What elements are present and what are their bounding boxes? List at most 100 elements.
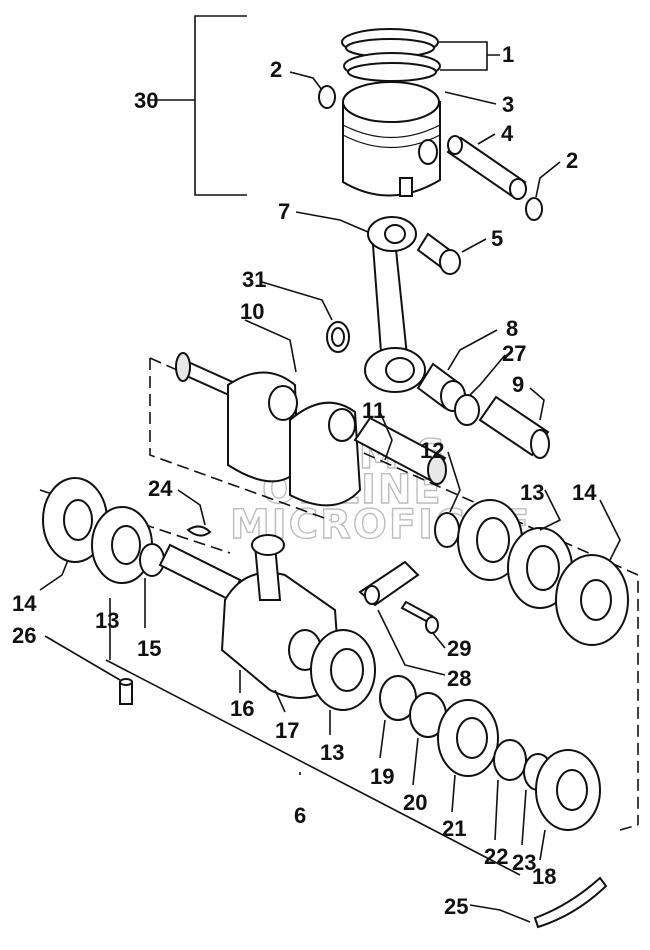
callout-13-left: 13 xyxy=(95,608,119,633)
thrust-washer-bore xyxy=(331,327,345,347)
piston-rings xyxy=(341,28,441,82)
callout-20: 20 xyxy=(403,790,427,815)
crank-left-spline-end xyxy=(175,352,191,382)
callout-11: 11 xyxy=(362,398,385,423)
piston-crown xyxy=(342,81,440,123)
callout-8: 8 xyxy=(506,316,518,341)
bearing-13-left-bore xyxy=(111,525,141,565)
callout-31: 31 xyxy=(242,267,266,292)
leader-1 xyxy=(437,41,500,71)
small-end-bearing xyxy=(416,232,461,275)
callout-21: 21 xyxy=(442,816,466,841)
callout-5: 5 xyxy=(491,226,503,251)
crank-web-right-bore xyxy=(328,408,356,442)
leader-2a xyxy=(289,71,323,91)
leader-28 xyxy=(377,609,446,676)
piston-pin-start xyxy=(447,135,463,155)
callout-18: 18 xyxy=(532,864,556,889)
left-bearing-stack xyxy=(42,477,165,584)
leader-31 xyxy=(261,281,333,321)
callout-6: 6 xyxy=(294,803,306,828)
leader-11 xyxy=(379,411,393,461)
crank-web-left-bore xyxy=(268,385,298,421)
ring-22 xyxy=(493,739,527,781)
leader-14-left xyxy=(39,559,69,591)
crank-right-shaft xyxy=(353,416,447,482)
callout-25: 25 xyxy=(444,894,468,919)
leader-10 xyxy=(244,319,297,373)
needle-bearing-small-end xyxy=(439,249,461,275)
seal-21-bore xyxy=(456,717,488,759)
leader-21 xyxy=(451,774,456,813)
piston-pin-end xyxy=(509,178,527,200)
callout-26: 26 xyxy=(12,623,36,648)
piston-pin xyxy=(446,135,527,200)
circlip-left xyxy=(318,85,336,109)
callout-9: 9 xyxy=(512,372,524,397)
leader-12 xyxy=(447,451,461,513)
bearing-14-right-bore xyxy=(580,579,612,621)
leader-6-left xyxy=(105,659,521,876)
callout-30: 30 xyxy=(134,88,158,113)
seal-12 xyxy=(434,512,460,548)
callout-2-left: 2 xyxy=(270,57,282,82)
callout-28: 28 xyxy=(447,666,471,691)
leader-17 xyxy=(274,689,286,713)
crank-right-shaft-end xyxy=(427,455,447,485)
bearing-13-lower-bore xyxy=(330,648,364,692)
callout-labels: 1 2 2 3 4 5 6 7 8 9 10 11 12 13 13 13 14… xyxy=(12,42,597,919)
crank-outline-left xyxy=(149,358,331,521)
bearing-13-right-2-bore xyxy=(526,545,560,591)
leader-4 xyxy=(477,133,496,145)
thrust-washer-31 xyxy=(326,321,350,353)
dowel-26 xyxy=(119,678,133,705)
callout-10: 10 xyxy=(240,299,264,324)
leader-25 xyxy=(469,904,531,923)
crank-half-right xyxy=(289,401,447,507)
circlips xyxy=(318,85,543,221)
crank-lower-shaft xyxy=(158,543,242,602)
callout-19: 19 xyxy=(370,764,394,789)
leader-20 xyxy=(412,737,419,786)
piston-groove-1 xyxy=(342,124,441,138)
right-bearing-stack xyxy=(434,499,629,646)
callout-13-right: 13 xyxy=(520,480,544,505)
callout-17: 17 xyxy=(275,718,299,743)
leader-9 xyxy=(529,387,545,421)
callout-2-right: 2 xyxy=(566,148,578,173)
circlip-right xyxy=(525,197,543,221)
bearing-13-right-bore xyxy=(476,517,510,563)
callout-16: 16 xyxy=(230,696,254,721)
conrod-big-end-bore xyxy=(385,357,415,383)
callout-15: 15 xyxy=(137,636,161,661)
piston xyxy=(342,81,441,197)
leader-8 xyxy=(447,329,498,371)
callout-1: 1 xyxy=(502,42,514,67)
crank-lower-conrod-eye xyxy=(251,534,285,556)
callout-22: 22 xyxy=(484,844,508,869)
lower-outline-corner xyxy=(619,824,639,831)
crank-pin-9 xyxy=(478,395,550,459)
callout-12: 12 xyxy=(420,438,444,463)
plate-28-hole xyxy=(364,585,380,605)
leader-24 xyxy=(177,489,206,526)
piston-pin-boss xyxy=(418,139,438,165)
bearing-14-left-bore xyxy=(63,499,93,541)
conrod-small-end-bore xyxy=(384,224,406,244)
leader-13-right xyxy=(539,489,562,531)
leader-22 xyxy=(494,779,499,841)
seal-15 xyxy=(139,543,165,577)
dowel-pin-top xyxy=(119,678,133,686)
leader-7 xyxy=(295,211,369,233)
piston-ring-lower-inner xyxy=(347,62,437,82)
lower-bearing-stack xyxy=(310,629,601,831)
leader-19 xyxy=(379,719,386,759)
callout-24: 24 xyxy=(148,476,173,501)
callout-14-left: 14 xyxy=(12,591,37,616)
callout-3: 3 xyxy=(502,92,514,117)
callout-23: 23 xyxy=(512,850,536,875)
leader-27 xyxy=(469,354,506,396)
piston-body xyxy=(342,101,441,197)
callout-29: 29 xyxy=(447,636,471,661)
